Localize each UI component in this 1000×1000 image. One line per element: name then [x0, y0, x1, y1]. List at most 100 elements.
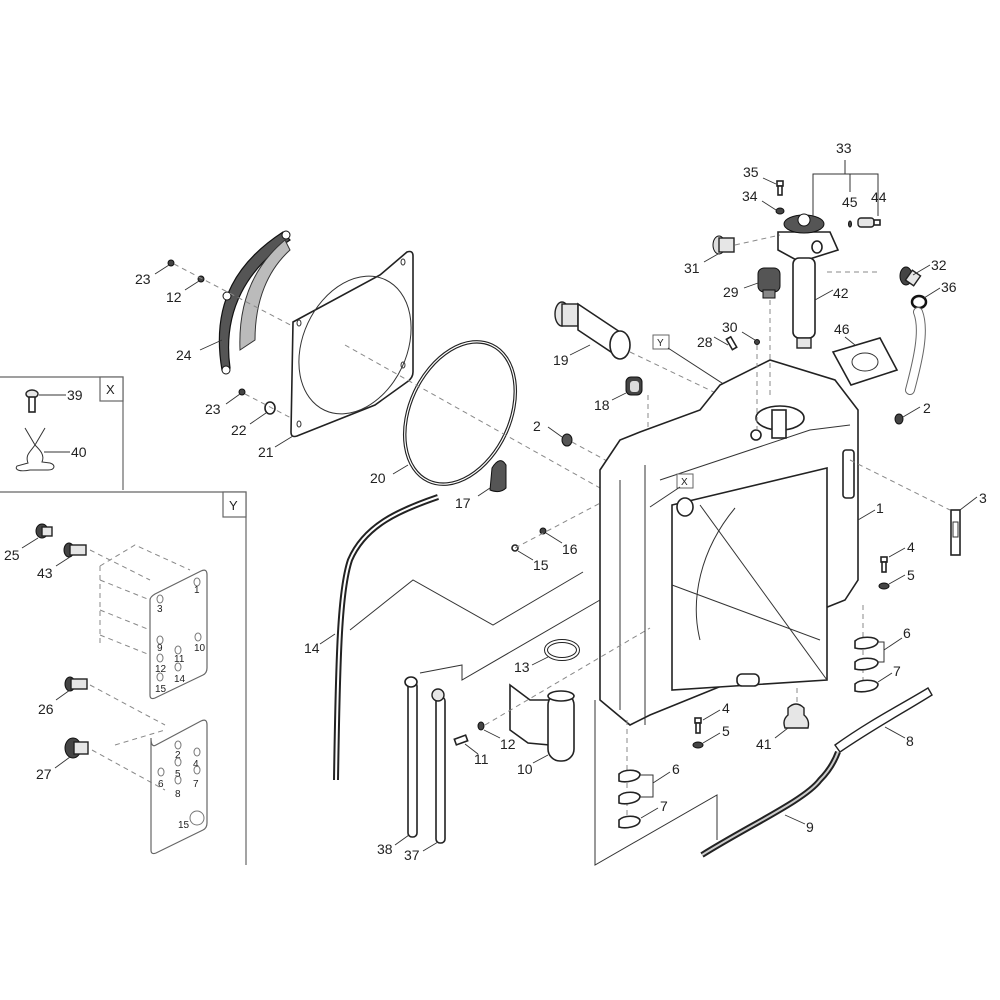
svg-text:6: 6 — [158, 779, 164, 790]
callout-21: 21 — [258, 444, 274, 460]
fitting-part-43 — [63, 542, 87, 558]
seal-part-9 — [700, 750, 841, 858]
svg-text:11: 11 — [174, 654, 185, 665]
callout-5b: 5 — [722, 723, 730, 739]
callout-14: 14 — [304, 640, 320, 656]
callout-2b: 2 — [923, 400, 931, 416]
callout-12a: 12 — [166, 289, 182, 305]
o-ring-part-20 — [402, 340, 518, 486]
rubber-mount-part-41 — [783, 703, 810, 729]
callout-19: 19 — [553, 352, 569, 368]
radiator-frame-part-1 — [599, 359, 859, 726]
svg-text:15: 15 — [155, 684, 167, 695]
callout-31: 31 — [684, 260, 700, 276]
hose-part — [906, 308, 925, 394]
callout-22: 22 — [231, 422, 247, 438]
wire-clip-part-40 — [15, 427, 55, 472]
svg-text:4: 4 — [193, 759, 199, 770]
callout-18: 18 — [594, 397, 610, 413]
fitting-part-26 — [64, 676, 88, 692]
fan-guard-part-24 — [218, 230, 291, 375]
view-marker-x-box — [676, 473, 694, 489]
seal-part-17 — [489, 460, 507, 493]
cap-part-29 — [757, 267, 781, 299]
callout-42: 42 — [833, 285, 849, 301]
callout-7b: 7 — [660, 798, 668, 814]
sensor-part-32 — [899, 266, 922, 287]
svg-text:7: 7 — [193, 779, 199, 790]
svg-text:1: 1 — [194, 585, 200, 596]
callout-1: 1 — [876, 500, 884, 516]
ring-part-13 — [544, 639, 580, 661]
svg-text:15: 15 — [178, 820, 190, 831]
callout-30: 30 — [722, 319, 738, 335]
callout-2a: 2 — [533, 418, 541, 434]
tube-part-37 — [431, 688, 446, 844]
callout-39: 39 — [67, 387, 83, 403]
svg-text:3: 3 — [157, 604, 163, 615]
gasket-part-46 — [831, 337, 899, 386]
callout-15: 15 — [533, 557, 549, 573]
callout-20: 20 — [370, 470, 386, 486]
inset-x-title: X — [106, 382, 115, 397]
callout-6a: 6 — [903, 625, 911, 641]
callout-26: 26 — [38, 701, 54, 717]
callout-12b: 12 — [500, 736, 516, 752]
callout-46: 46 — [834, 321, 850, 337]
callout-40: 40 — [71, 444, 87, 460]
callout-7a: 7 — [893, 663, 901, 679]
callout-34: 34 — [742, 188, 758, 204]
upper-port-labels: 1 3 9 10 11 12 14 15 — [155, 577, 206, 695]
callout-10: 10 — [517, 761, 533, 777]
callout-6b: 6 — [672, 761, 680, 777]
inset-y-title: Y — [229, 498, 238, 513]
callout-4b: 4 — [722, 700, 730, 716]
callout-32: 32 — [931, 257, 947, 273]
svg-text:10: 10 — [194, 643, 206, 654]
callout-17: 17 — [455, 495, 471, 511]
svg-text:8: 8 — [175, 789, 181, 800]
callout-23b: 23 — [205, 401, 221, 417]
sensor-part-44 — [857, 217, 881, 228]
callout-9: 9 — [806, 819, 814, 835]
callout-44: 44 — [871, 189, 887, 205]
callout-29: 29 — [723, 284, 739, 300]
fitting-part-31 — [712, 235, 735, 255]
tube-part-38 — [404, 676, 418, 838]
svg-text:12: 12 — [155, 664, 167, 675]
callout-41: 41 — [756, 736, 772, 752]
callout-36: 36 — [941, 279, 957, 295]
filter-part-19 — [554, 301, 631, 360]
callout-33: 33 — [836, 140, 852, 156]
inset-y-title-box — [222, 491, 247, 518]
callout-23a: 23 — [135, 271, 151, 287]
view-marker-y: Y — [657, 338, 664, 349]
callout-5a: 5 — [907, 567, 915, 583]
bolt-part-35 — [776, 180, 784, 196]
grommet-part-18 — [625, 376, 643, 396]
callout-43: 43 — [37, 565, 53, 581]
upper-port-plate — [149, 569, 208, 700]
svg-text:2: 2 — [175, 750, 181, 761]
callout-45: 45 — [842, 194, 858, 210]
svg-text:14: 14 — [174, 674, 186, 685]
svg-text:9: 9 — [157, 643, 163, 654]
plug-part-27 — [64, 737, 89, 759]
callout-13: 13 — [514, 659, 530, 675]
inset-y: Y 25 43 26 27 — [0, 491, 247, 865]
plug-part-25 — [35, 523, 53, 539]
view-marker-x: X — [681, 477, 688, 488]
inset-x: X 39 40 — [0, 376, 124, 490]
callout-27: 27 — [36, 766, 52, 782]
bracket-part-3 — [950, 509, 961, 556]
callout-28: 28 — [697, 334, 713, 350]
callout-35: 35 — [743, 164, 759, 180]
inset-x-title-box — [99, 376, 124, 402]
inset-y-frame — [0, 491, 247, 865]
svg-text:5: 5 — [175, 769, 181, 780]
seal-strip-part-14 — [333, 494, 439, 781]
callout-11: 11 — [474, 751, 489, 767]
screw-part-39 — [25, 389, 39, 413]
callout-25: 25 — [4, 547, 20, 563]
view-marker-y-box — [652, 334, 670, 350]
